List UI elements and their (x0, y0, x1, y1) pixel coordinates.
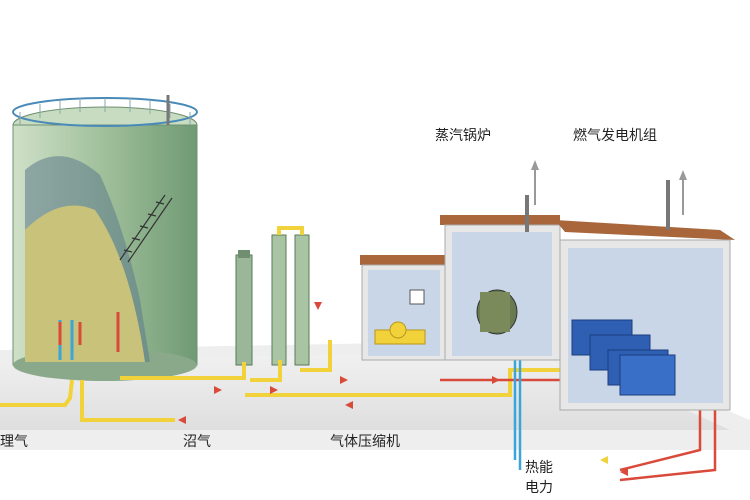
tank-railing (12, 97, 198, 127)
gas-compressor-machine (374, 289, 426, 345)
label-left-cut: 理气 (0, 434, 28, 450)
gas-generator-machines (571, 319, 676, 396)
label-power: 电力 (525, 480, 553, 496)
digester-tank (12, 95, 198, 381)
generator-building (555, 170, 735, 411)
gas-pipelines (0, 282, 620, 422)
label-biogas: 沼气 (183, 434, 211, 450)
boiler-building (440, 160, 561, 361)
desulfurization-towers (271, 226, 310, 366)
label-steam-boiler: 蒸汽锅炉 (435, 128, 491, 144)
label-gas-compressor: 气体压缩机 (330, 434, 400, 450)
label-heat: 热能 (525, 460, 553, 476)
tank-stairs (119, 194, 173, 263)
compressor-building (360, 255, 446, 361)
gas-scrubber-column (235, 250, 253, 366)
flow-arrows (178, 302, 628, 476)
label-gas-generator-set: 燃气发电机组 (573, 127, 657, 144)
steam-boiler-machine (476, 289, 518, 335)
tank-internal-arrows (58, 312, 120, 360)
